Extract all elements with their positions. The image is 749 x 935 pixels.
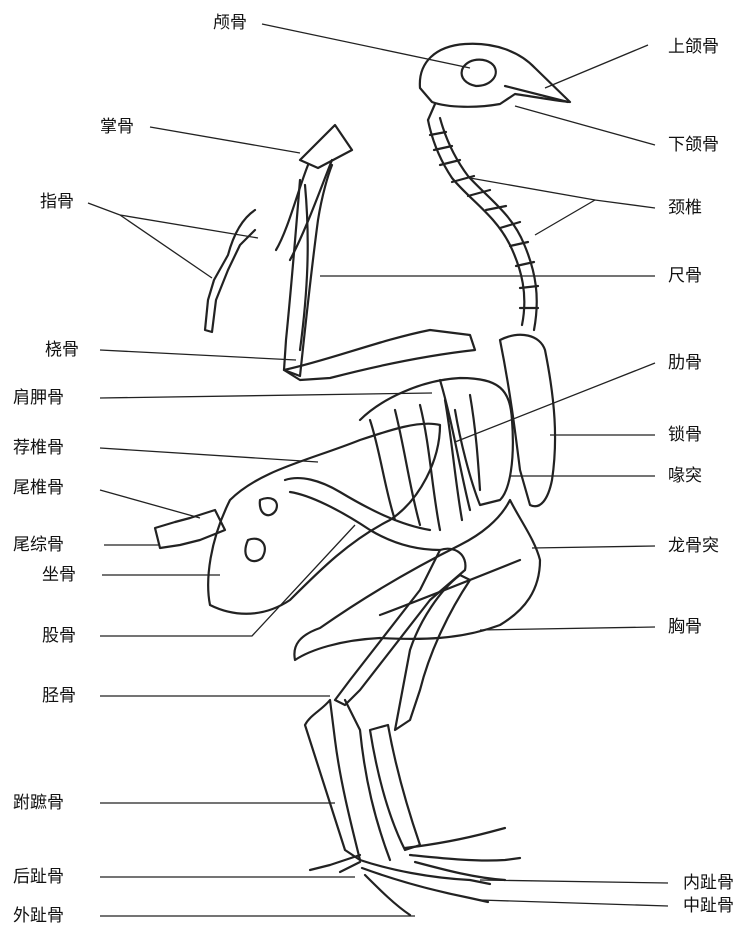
label-cervical: 颈椎: [668, 198, 702, 218]
label-rib: 肋骨: [668, 353, 702, 373]
label-hind-toe: 后趾骨: [13, 867, 64, 887]
label-outer-toe: 外趾骨: [13, 906, 64, 926]
label-middle-toe: 中趾骨: [683, 896, 734, 916]
label-keel: 龙骨突: [668, 536, 719, 556]
label-femur: 股骨: [42, 626, 76, 646]
label-metacarpal: 掌骨: [100, 117, 134, 137]
label-tibia: 胫骨: [42, 686, 76, 706]
skull-drawing: [420, 44, 570, 120]
pelvis-drawing: [155, 424, 440, 614]
legs-drawing: [305, 549, 470, 860]
label-caudal: 尾椎骨: [13, 478, 64, 498]
label-skull: 颅骨: [213, 13, 247, 33]
label-coracoid: 喙突: [668, 466, 702, 486]
leader-lines: [88, 24, 668, 916]
label-ulna: 尺骨: [668, 266, 702, 286]
label-thoracic: 荐椎骨: [13, 438, 64, 458]
label-tarsometatarsus: 跗蹠骨: [13, 793, 64, 813]
label-pygostyle: 尾综骨: [13, 535, 64, 555]
label-inner-toe: 内趾骨: [683, 873, 734, 893]
label-scapula: 肩胛骨: [13, 388, 64, 408]
label-phalanges: 指骨: [40, 192, 74, 212]
label-upper-jaw: 上颌骨: [668, 37, 719, 57]
label-sternum: 胸骨: [668, 617, 702, 637]
wing-drawing: [205, 125, 475, 380]
label-ischium: 坐骨: [42, 565, 76, 585]
sternum-drawing: [294, 500, 540, 660]
label-radius: 桡骨: [45, 340, 79, 360]
label-clavicle: 锁骨: [668, 425, 702, 445]
label-lower-jaw: 下颌骨: [668, 135, 719, 155]
cervical-vertebrae-drawing: [428, 118, 538, 330]
